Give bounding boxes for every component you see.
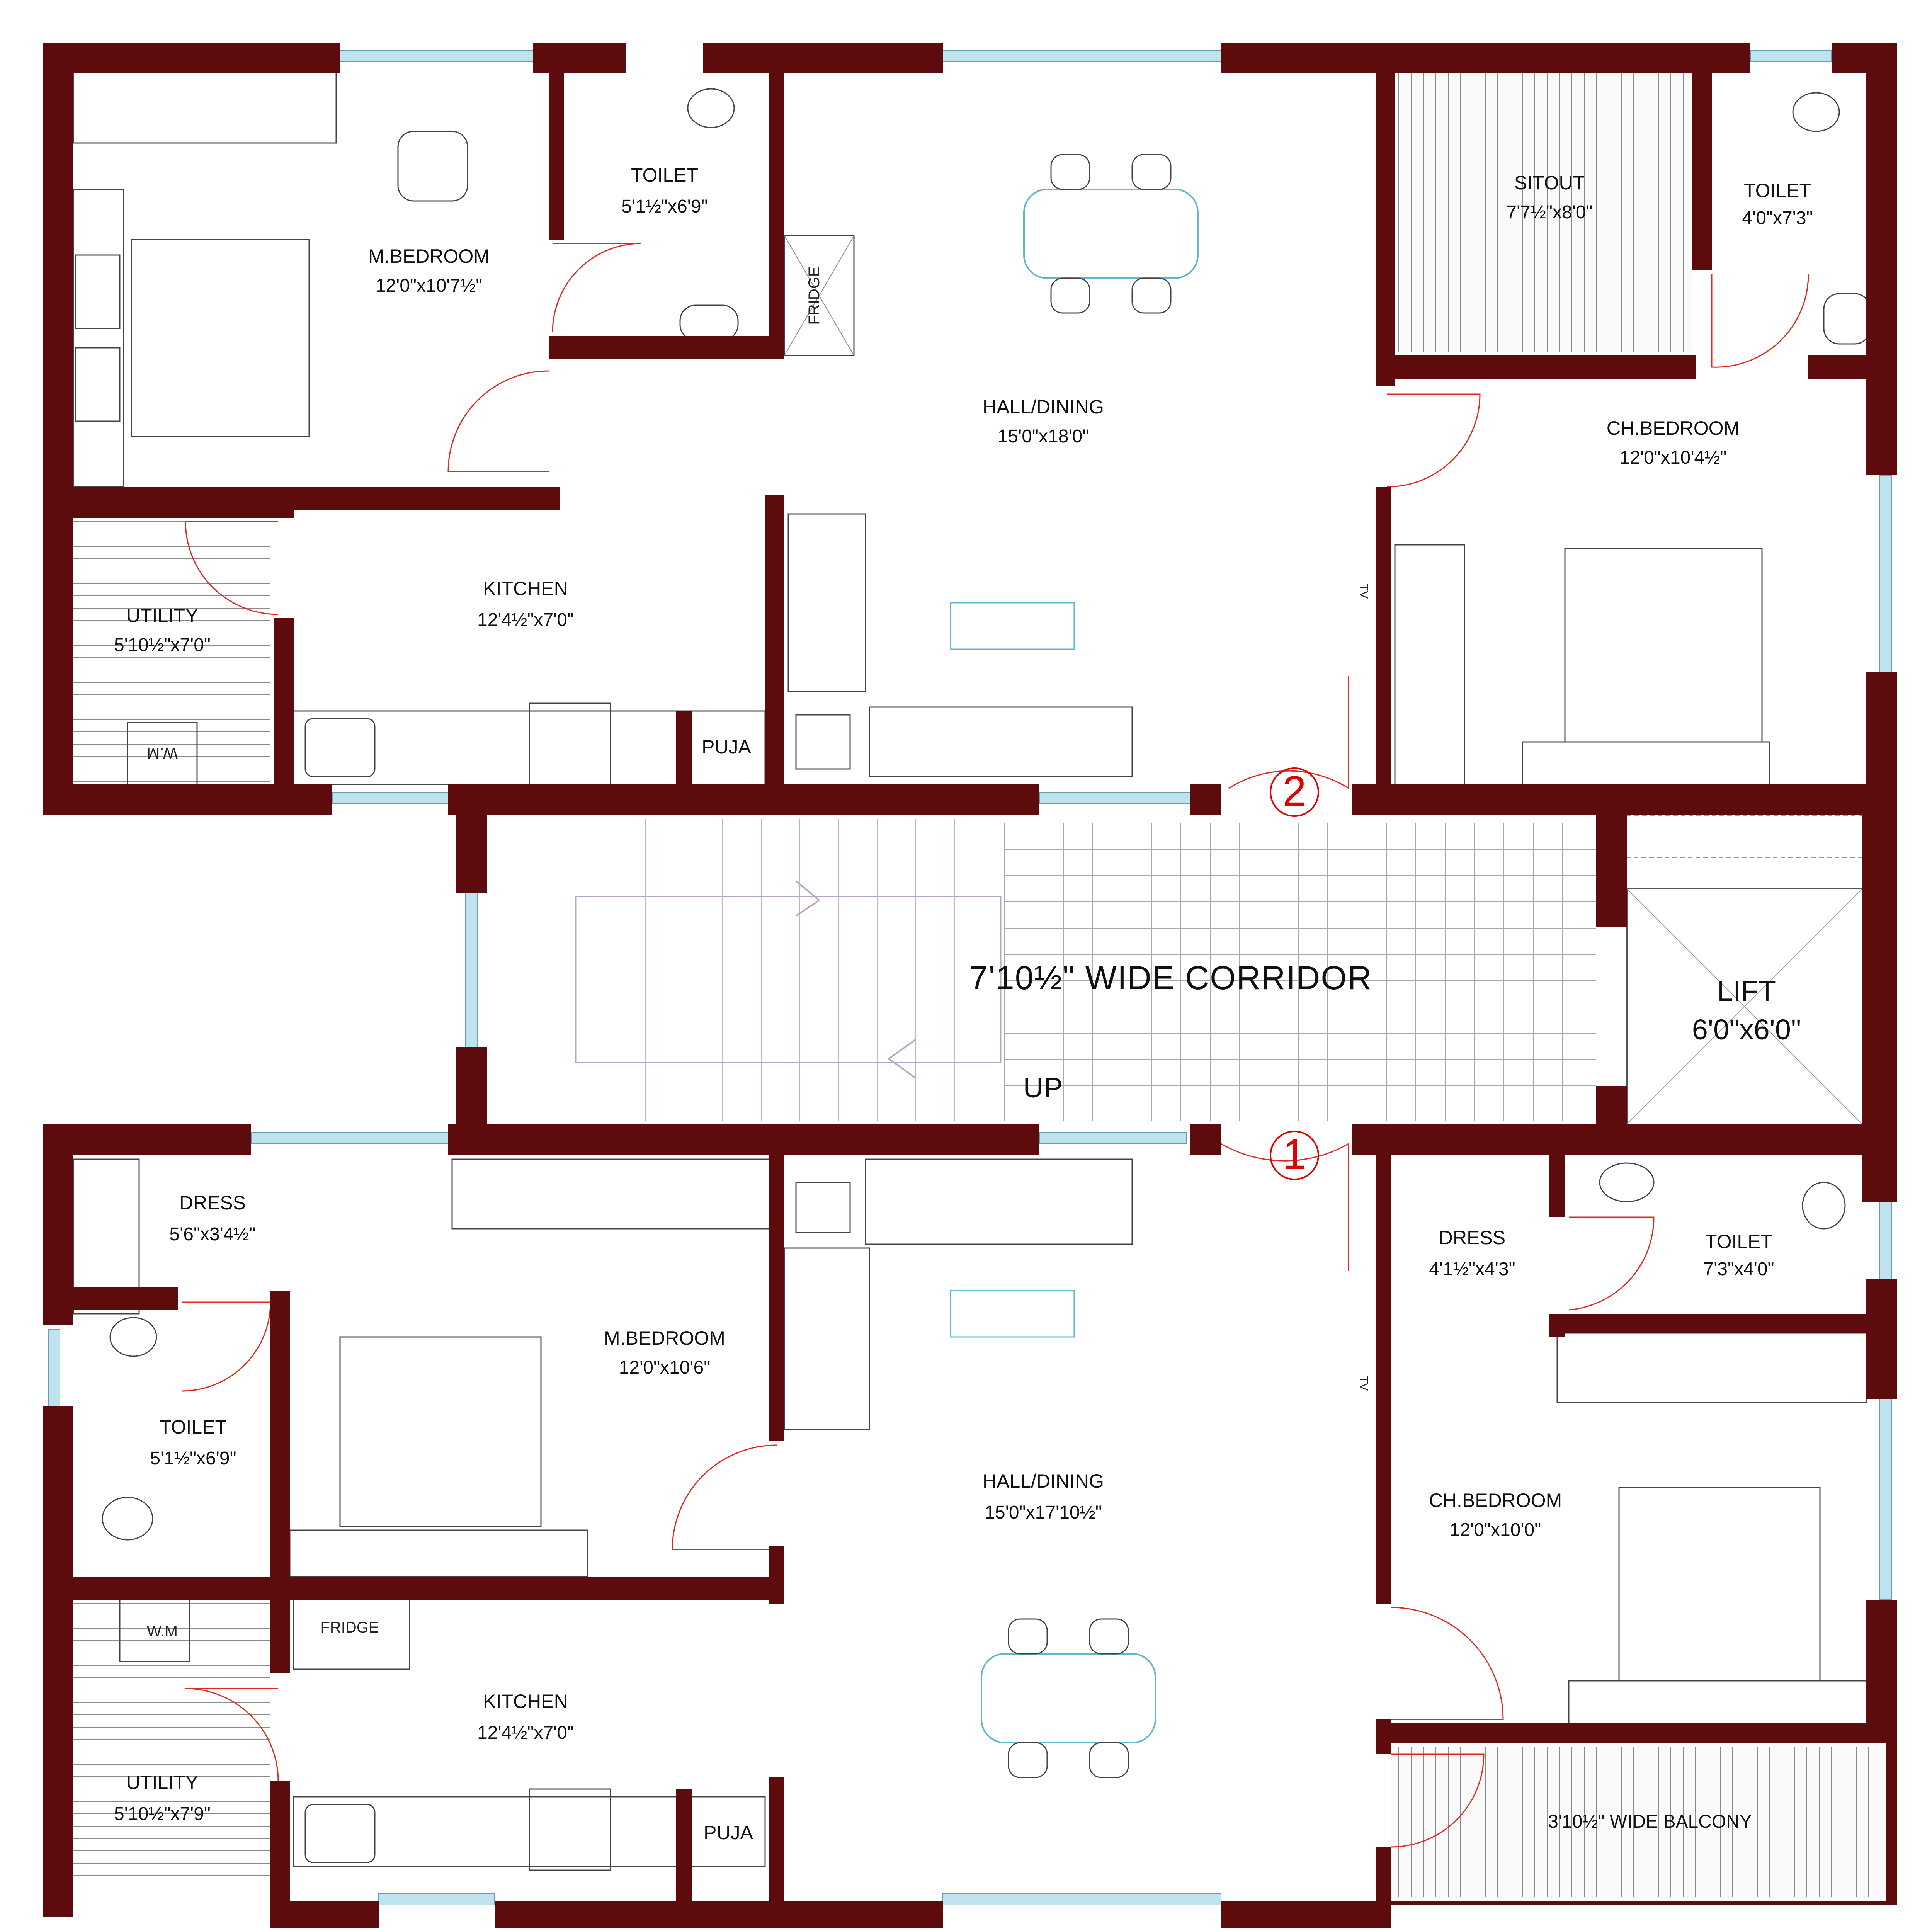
door-bot-toilet2 — [1568, 1216, 1655, 1311]
room-dim-sitout: 7'7½"x8'0" — [1506, 202, 1592, 223]
room-name-top-toilet2: TOILET — [1744, 180, 1811, 201]
room-dim-top-mbed: 12'0"x10'7½" — [376, 276, 483, 296]
sofa-icon — [869, 706, 1133, 777]
room-name-top-kitchen: KITCHEN — [483, 578, 568, 599]
door-bot-toilet — [181, 1301, 271, 1392]
room-name-top-chbed: CH.BEDROOM — [1607, 417, 1740, 439]
unit-1-circle — [1270, 1131, 1319, 1180]
room-dim-top-hall: 15'0"x18'0" — [998, 426, 1089, 447]
corridor-floor — [575, 819, 1596, 1121]
wm-label-bottom: W.M — [147, 1623, 178, 1640]
dining-table-icon — [981, 1653, 1156, 1743]
room-name-bot-toilet2: TOILET — [1705, 1231, 1772, 1252]
room-name-bot-chbed: CH.BEDROOM — [1429, 1490, 1562, 1511]
room-dim-top-chbed: 12'0"x10'4½" — [1620, 447, 1727, 468]
tv-label-top: TV — [1357, 584, 1370, 599]
room-dim-top-kitchen: 12'4½"x7'0" — [477, 610, 574, 630]
room-dim-bot-hall: 15'0"x17'10½" — [985, 1502, 1102, 1523]
room-name-top-mbed: M.BEDROOM — [368, 245, 490, 267]
door-bot-chbed — [1391, 1607, 1504, 1720]
door-top-chbed — [1387, 393, 1481, 488]
room-name-bot-kitchen: KITCHEN — [483, 1690, 568, 1712]
wc-icon — [1802, 1182, 1846, 1230]
door-unit-1 — [1221, 1143, 1349, 1271]
up-label: UP — [1023, 1073, 1063, 1104]
door-top-toilet2 — [1711, 274, 1809, 368]
lift-name: LIFT — [1717, 975, 1776, 1007]
tv-label-bottom: TV — [1357, 1376, 1370, 1391]
door-top-utility — [185, 521, 279, 615]
unit-2-marker: 2 — [1282, 767, 1306, 815]
sink-icon — [304, 1804, 376, 1863]
coffee-table-icon — [950, 1290, 1075, 1338]
sink-icon — [304, 718, 376, 777]
balcony-label: 3'10½" WIDE BALCONY — [1548, 1811, 1752, 1832]
stove-icon — [529, 702, 611, 785]
hatched-floors — [73, 46, 1886, 1901]
room-dim-bot-toilet: 5'1½"x6'9" — [150, 1448, 236, 1469]
puja-label-bottom: PUJA — [704, 1822, 753, 1844]
door-balcony — [1391, 1753, 1485, 1848]
room-dim-top-toilet: 5'1½"x6'9" — [621, 196, 707, 217]
fridge-label-top: FRIDGE — [806, 266, 823, 325]
unit-2-circle — [1270, 767, 1319, 817]
room-dim-bot-chbed: 12'0"x10'0" — [1450, 1520, 1541, 1540]
unit-1-marker: 1 — [1282, 1131, 1306, 1178]
room-dim-bot-toilet2: 7'3"x4'0" — [1703, 1259, 1774, 1279]
walls — [43, 43, 1897, 1928]
room-dim-bot-dress2: 4'1½"x4'3" — [1429, 1259, 1515, 1279]
washbasin-icon — [679, 304, 739, 341]
wc-icon — [1792, 92, 1840, 132]
wc-icon — [687, 88, 735, 128]
bed-icon — [1564, 548, 1763, 743]
room-dim-bot-dress: 5'6"x3'4½" — [169, 1224, 255, 1245]
room-dim-bot-mbed: 12'0"x10'6" — [619, 1357, 711, 1378]
sofa-icon — [865, 1158, 1133, 1245]
washbasin-icon — [1599, 1162, 1655, 1202]
bed-icon — [1618, 1487, 1821, 1682]
puja-label-top: PUJA — [702, 736, 751, 758]
wm-label-top: W.M — [147, 745, 178, 762]
room-labels: M.BEDROOM 12'0"x10'7½" TOILET 5'1½"x6'9"… — [114, 164, 1813, 1824]
fridge-label-bottom: FRIDGE — [320, 1619, 379, 1636]
washbasin-icon — [1823, 293, 1871, 345]
door-top-mbed — [447, 370, 549, 472]
room-name-sitout: SITOUT — [1514, 172, 1585, 194]
room-name-bot-toilet: TOILET — [160, 1416, 227, 1438]
bed-icon — [131, 239, 310, 437]
room-dim-top-utility: 5'10½"x7'0" — [114, 635, 211, 655]
room-dim-bot-utility: 5'10½"x7'9" — [114, 1804, 211, 1824]
stove-icon — [529, 1788, 611, 1871]
door-top-toilet — [552, 243, 642, 333]
coffee-table-icon — [950, 602, 1075, 650]
misc-labels: 7'10½" WIDE CORRIDOR LIFT 6'0"x6'0" UP 3… — [147, 266, 1801, 1844]
door-unit-2 — [1228, 676, 1349, 789]
room-name-top-toilet: TOILET — [631, 164, 698, 186]
room-dim-top-toilet2: 4'0"x7'3" — [1742, 208, 1813, 228]
door-bot-mbed — [672, 1444, 777, 1550]
corridor-label: 7'10½" WIDE CORRIDOR — [969, 959, 1372, 997]
room-name-top-utility: UTILITY — [126, 605, 198, 626]
washbasin-icon — [109, 1317, 157, 1357]
lift-shaft — [1626, 815, 1863, 1125]
door-bot-utility — [185, 1688, 279, 1782]
lift-dim: 6'0"x6'0" — [1692, 1014, 1801, 1046]
room-name-bot-dress: DRESS — [179, 1192, 246, 1214]
room-name-top-hall: HALL/DINING — [983, 396, 1104, 418]
room-dim-bot-kitchen: 12'4½"x7'0" — [477, 1723, 574, 1743]
chair-icon — [397, 131, 468, 202]
room-name-bot-dress2: DRESS — [1439, 1227, 1505, 1248]
doors — [181, 243, 1809, 1848]
room-name-bot-utility: UTILITY — [126, 1772, 198, 1793]
dining-table-icon — [1023, 189, 1199, 279]
room-name-bot-mbed: M.BEDROOM — [604, 1327, 725, 1349]
bed-icon — [339, 1336, 542, 1527]
room-name-bot-hall: HALL/DINING — [983, 1470, 1104, 1492]
wc-icon — [102, 1497, 153, 1541]
